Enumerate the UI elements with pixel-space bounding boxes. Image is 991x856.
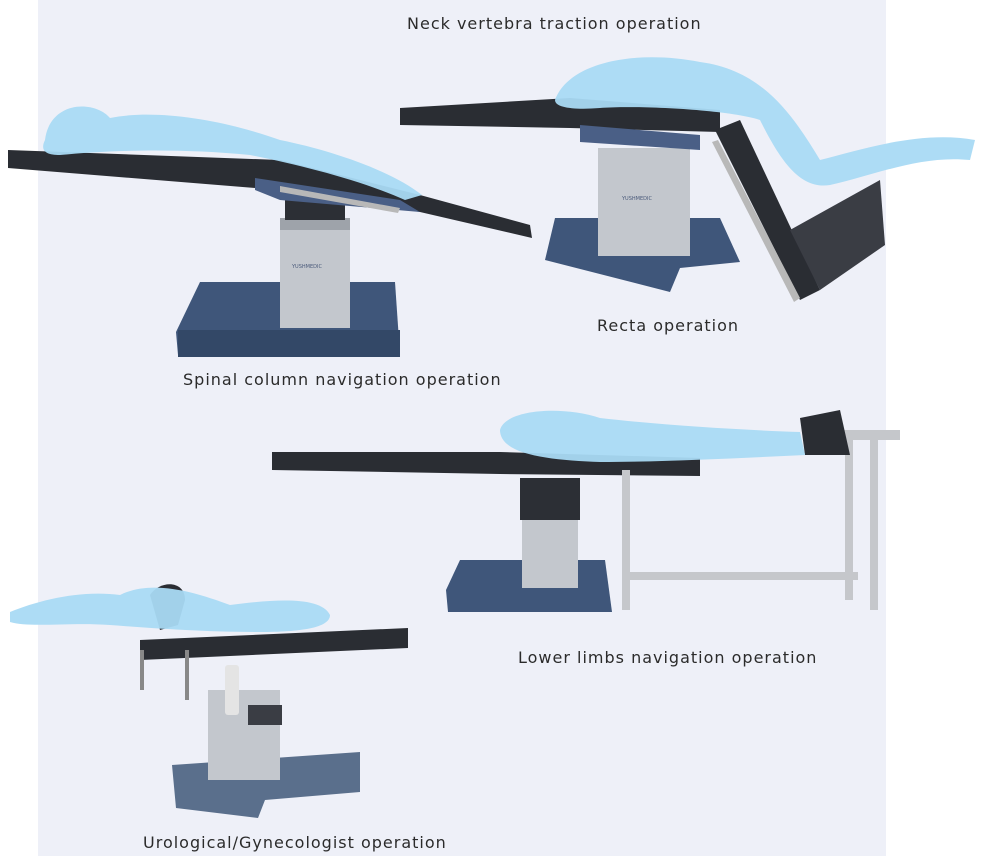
svg-text:YUSHMEDIC: YUSHMEDIC — [291, 264, 322, 270]
lower-limbs-table-illustration — [272, 410, 900, 612]
spinal-table-illustration: YUSHMEDIC — [8, 106, 532, 357]
svg-text:YUSHMEDIC: YUSHMEDIC — [621, 196, 652, 202]
caption-recta: Recta operation — [597, 316, 740, 335]
caption-lower-limbs: Lower limbs navigation operation — [518, 648, 818, 667]
caption-neck-vertebra: Neck vertebra traction operation — [407, 14, 702, 33]
uro-gyn-table-illustration — [10, 584, 408, 818]
caption-spinal-column: Spinal column navigation operation — [183, 370, 502, 389]
caption-uro-gyn: Urological/Gynecologist operation — [143, 833, 447, 852]
recta-table-illustration: YUSHMEDIC — [400, 57, 975, 302]
